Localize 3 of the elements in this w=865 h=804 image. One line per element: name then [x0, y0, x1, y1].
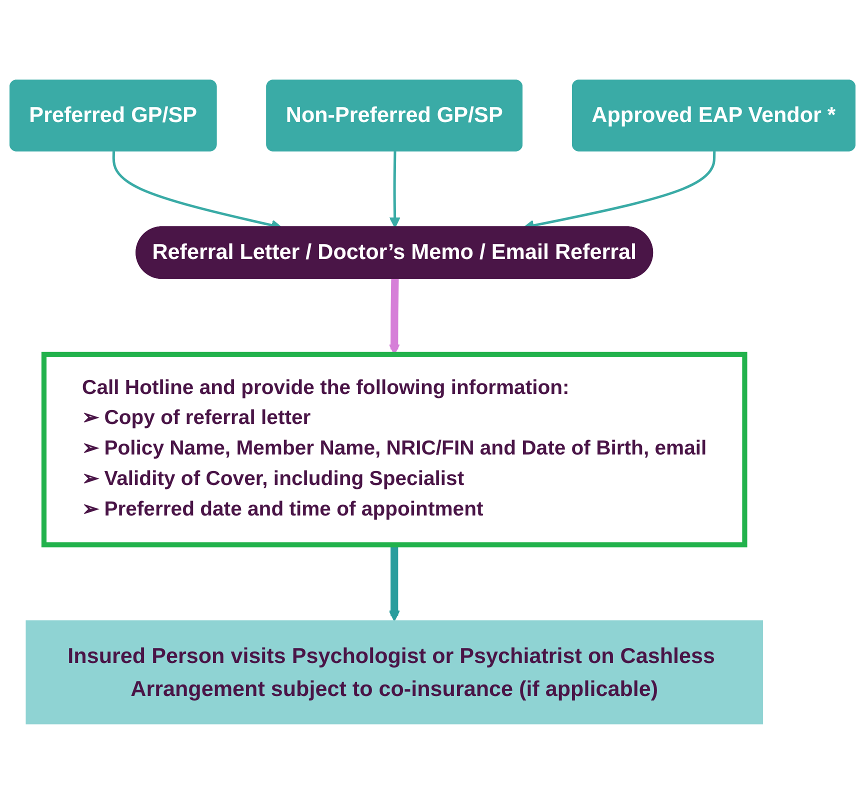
- node-box: Insured Person visits Psychologist or Psychiatrist on Cashless Arrangement subject to co-insurance (if applicable): [26, 620, 763, 724]
- node-box: Call Hotline and provide the following information: ➢ Copy of referral letter ➢ Policy Name, Member Name, NRIC/FIN and Date of Birth, email ➢ Validity of Cover, including Specialist ➢ Preferred date and time of appointment: [41, 352, 748, 548]
- arrow: [389, 151, 400, 228]
